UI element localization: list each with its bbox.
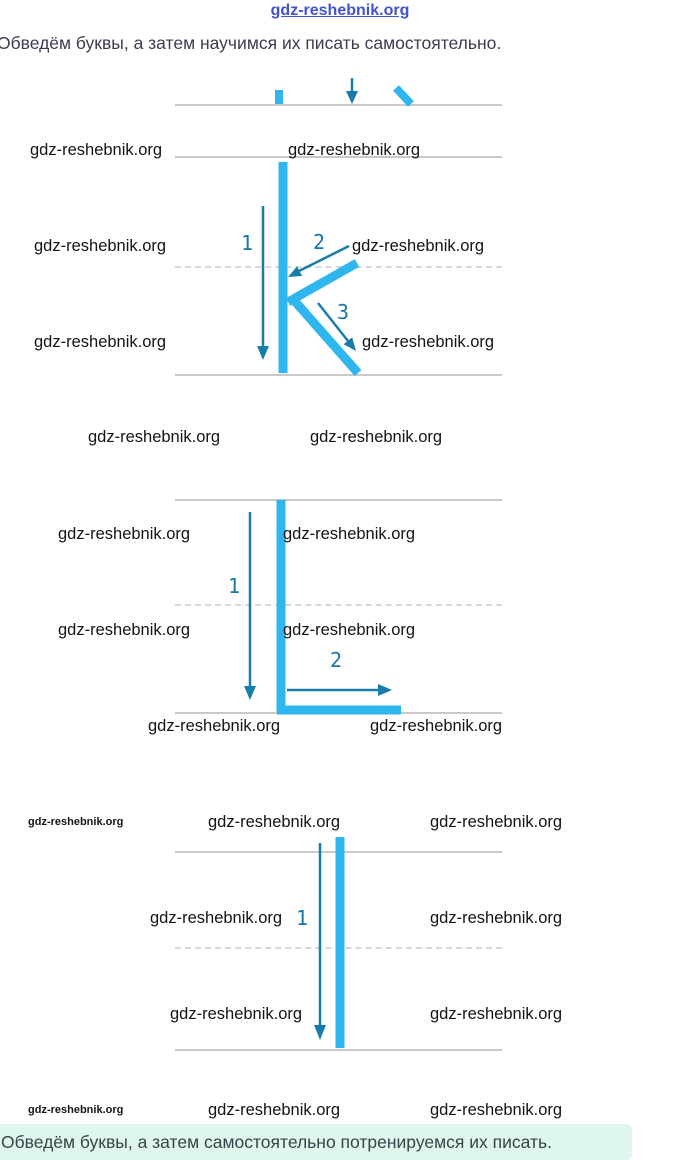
bottom-instruction-banner: Обведём буквы, а затем самостоятельно по…: [0, 1124, 632, 1160]
cutoff-row-strokes: [275, 78, 414, 107]
watermark-text: gdz-reshebnik.org: [148, 717, 281, 735]
watermark-text: gdz-reshebnik.org: [30, 141, 163, 159]
watermark-text: gdz-reshebnik.org: [150, 909, 283, 927]
guide-line-dashed: [175, 604, 502, 606]
watermark-text-small: gdz-reshebnik.org: [28, 1104, 124, 1116]
watermark-text: gdz-reshebnik.org: [170, 1005, 303, 1023]
watermark-text: gdz-reshebnik.org: [430, 909, 563, 927]
watermark-text: gdz-reshebnik.org: [288, 141, 421, 159]
guide-line-solid: [175, 1049, 502, 1051]
watermark-text: gdz-reshebnik.org: [34, 237, 167, 255]
stroke-number: 2: [330, 648, 343, 672]
watermark-text: gdz-reshebnik.org: [370, 717, 503, 735]
guide-line-solid: [175, 712, 502, 714]
guide-line-solid: [175, 851, 502, 853]
stroke-number: 1: [296, 906, 309, 930]
letter-stick-arrows: [314, 843, 326, 1040]
watermark-text: gdz-reshebnik.org: [58, 525, 191, 543]
instruction-top: Обведём буквы, а затем научимся их писат…: [0, 33, 502, 53]
guide-line-dashed: [175, 266, 502, 268]
instruction-bottom: Обведём буквы, а затем самостоятельно по…: [1, 1131, 552, 1152]
watermark-text: gdz-reshebnik.org: [208, 1101, 341, 1119]
watermark-text: gdz-reshebnik.org: [430, 1101, 563, 1119]
watermark-text: gdz-reshebnik.org: [310, 428, 443, 446]
stroke-number: 1: [228, 574, 241, 598]
guide-line-solid: [175, 104, 502, 106]
guide-line-solid: [175, 374, 502, 376]
watermark-text: gdz-reshebnik.org: [34, 333, 167, 351]
watermark-text: gdz-reshebnik.org: [352, 237, 485, 255]
watermark-text: gdz-reshebnik.org: [88, 428, 221, 446]
letter-k-arrows: [257, 206, 356, 360]
site-watermark-link[interactable]: gdz-reshebnik.org: [270, 2, 410, 19]
watermark-text: gdz-reshebnik.org: [208, 813, 341, 831]
guide-line-solid: [175, 156, 502, 158]
watermark-text: gdz-reshebnik.org: [430, 813, 563, 831]
watermark-text: gdz-reshebnik.org: [430, 1005, 563, 1023]
guide-line-dashed: [175, 947, 502, 949]
watermark-text-small: gdz-reshebnik.org: [28, 816, 124, 828]
watermark-text: gdz-reshebnik.org: [283, 621, 416, 639]
watermark-text: gdz-reshebnik.org: [58, 621, 191, 639]
stroke-number: 1: [241, 231, 254, 255]
stroke-number: 2: [313, 230, 326, 254]
watermark-text: gdz-reshebnik.org: [283, 525, 416, 543]
guide-line-solid: [175, 499, 502, 501]
stroke-number: 3: [337, 300, 350, 324]
watermark-text: gdz-reshebnik.org: [362, 333, 495, 351]
